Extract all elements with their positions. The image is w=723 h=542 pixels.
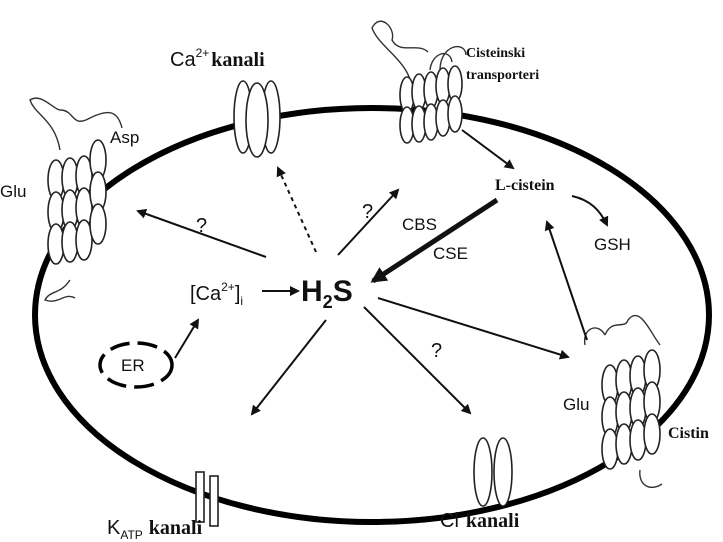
cistin-label: Cistin: [668, 425, 709, 442]
h2s-label: H2S: [301, 275, 353, 312]
glu-right-label: Glu: [563, 395, 589, 414]
cse-label: CSE: [433, 244, 468, 263]
glu-left-label: Glu: [0, 182, 26, 201]
question-mark-left: ?: [196, 215, 207, 237]
arrow-h2s-to-katp: [250, 319, 327, 416]
katp-channel-icon: [195, 471, 219, 527]
arrow-h2s-to-cl: [363, 306, 472, 415]
arrows: [136, 129, 609, 416]
l-cysteine-label: L-cistein: [495, 177, 555, 194]
er-label: ER: [121, 356, 145, 375]
cl-channel-icon: [473, 437, 513, 507]
arrow-h2s-to-ca-channel: [276, 166, 317, 253]
cysteine-transporters-line1: Cisteinski: [466, 46, 525, 61]
question-mark-bottom: ?: [431, 340, 442, 362]
arrow-exchanger-to-lcysteine: [544, 220, 588, 341]
question-mark-top: ?: [362, 201, 373, 223]
ca-channel-icon: [233, 80, 281, 158]
gsh-label: GSH: [594, 235, 631, 254]
er-organelle: [98, 341, 174, 389]
cysteine-transporters-line2: transporteri: [466, 68, 539, 83]
asp-label: Asp: [110, 128, 139, 147]
intracellular-ca-label: [Ca2+]i: [190, 280, 243, 308]
arrow-lcysteine-to-h2s: [370, 197, 499, 284]
glutamate-receptor-left-icon: [29, 97, 123, 302]
cell-membrane: [32, 105, 712, 525]
arrow-er-to-ca: [174, 318, 200, 359]
glutamate-cystine-exchanger-icon: [584, 314, 663, 488]
ca-channel-label: Ca2+kanali: [170, 46, 265, 71]
cbs-label: CBS: [402, 215, 437, 234]
arrow-h2s-to-exchanger: [377, 297, 570, 360]
arrow-h2s-to-glu: [136, 209, 267, 258]
cysteine-transporter-icon: [371, 20, 467, 144]
arrow-transporter-to-lcysteine: [461, 129, 515, 170]
arrow-lcysteine-to-gsh: [571, 195, 609, 227]
cl-label: Cl-kanali: [440, 507, 520, 532]
arrow-h2s-to-transporter: [337, 188, 400, 256]
